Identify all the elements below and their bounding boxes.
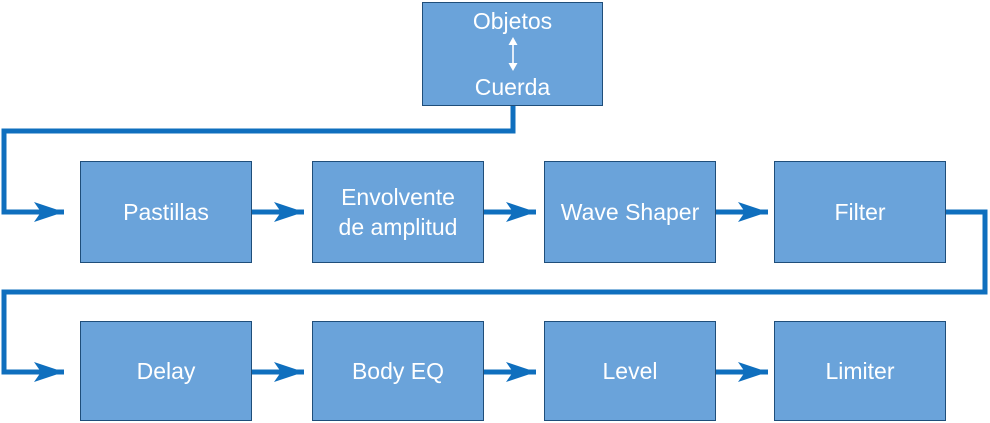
- connector-filter-to-delay: [1, 209, 988, 382]
- source-top-label: Objetos: [472, 8, 553, 34]
- node-limiter: Limiter: [774, 321, 946, 421]
- node-label: Body EQ: [351, 358, 445, 384]
- node-pastillas: Pastillas: [80, 161, 252, 263]
- node-label: Pastillas: [123, 199, 209, 225]
- node-body-eq: Body EQ: [312, 321, 484, 421]
- node-label: Level: [602, 358, 658, 384]
- node-label: Envolvente de amplitud: [338, 184, 458, 240]
- source-block: Objetos Cuerda: [422, 2, 603, 106]
- node-label: Limiter: [825, 358, 895, 384]
- node-label: Filter: [834, 199, 886, 225]
- node-delay: Delay: [80, 321, 252, 421]
- double-arrow-vertical-icon: [508, 37, 517, 71]
- node-wave-shaper: Wave Shaper: [544, 161, 716, 263]
- node-filter: Filter: [774, 161, 946, 263]
- source-bottom-label: Cuerda: [474, 74, 551, 100]
- node-level: Level: [544, 321, 716, 421]
- connector-source-to-pastillas: [1, 106, 516, 222]
- node-envolvente: Envolvente de amplitud: [312, 161, 484, 263]
- node-label: Delay: [136, 358, 196, 384]
- node-label: Wave Shaper: [560, 199, 700, 225]
